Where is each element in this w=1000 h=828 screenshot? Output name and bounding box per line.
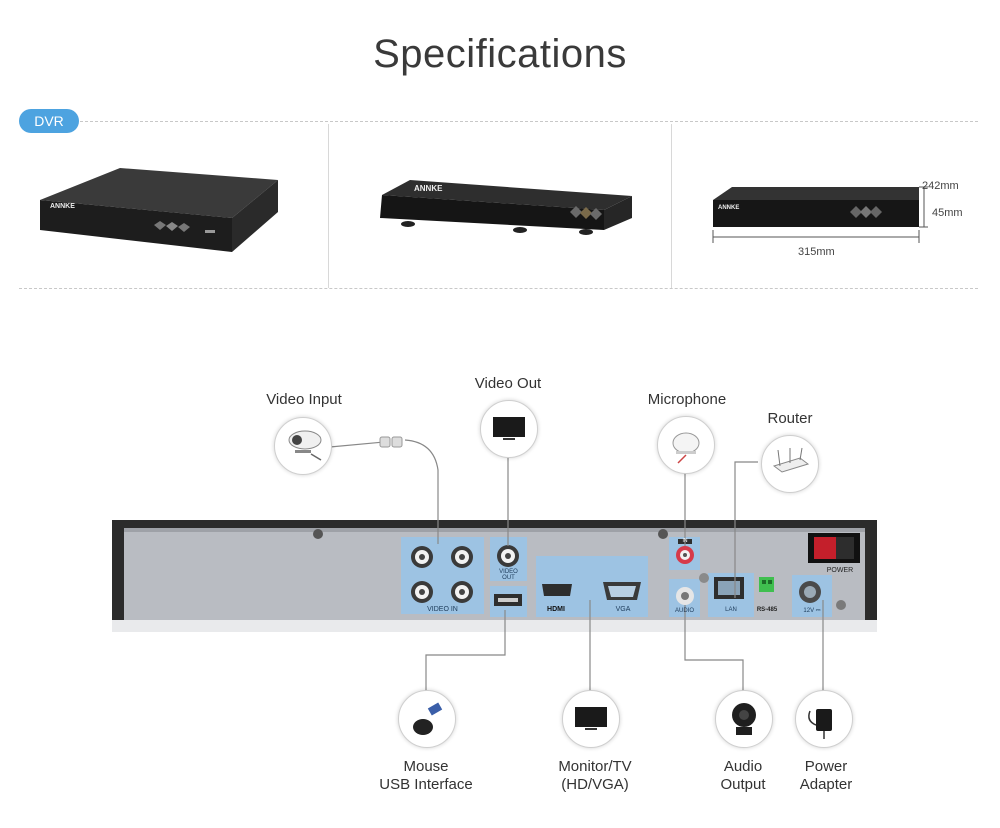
power-adapter-label: Power Adapter <box>783 758 869 794</box>
camera-icon <box>274 417 332 475</box>
dc-port-label: 12V ⎓ <box>803 608 821 614</box>
power-port-label: POWER <box>826 567 854 574</box>
video-input-label: Video Input <box>266 391 342 408</box>
connector-lines <box>329 439 824 692</box>
dvr-top-view <box>40 168 278 252</box>
microphone-label: Microphone <box>647 391 727 408</box>
audio-output-label-line1: Audio <box>723 758 763 775</box>
audio-in-port-label: IN <box>682 538 688 544</box>
bnc-coupler <box>379 436 403 448</box>
brand-logo-1: ANNKE <box>50 203 75 210</box>
audio-output-label-line2: Output <box>720 776 766 793</box>
depth-dimension: 242mm <box>922 180 959 192</box>
column-divider-2 <box>671 124 672 288</box>
video-in-port-label: VIDEO IN <box>427 606 458 613</box>
speaker-icon <box>715 690 773 748</box>
router-icon <box>761 435 819 493</box>
hdmi-port-label: HDMI <box>547 606 565 613</box>
bottom-divider <box>19 288 978 289</box>
height-dimension: 45mm <box>932 207 963 219</box>
page-title: Specifications <box>373 32 627 76</box>
mouse-label: Mouse USB Interface <box>366 758 486 794</box>
rs485-port-label: RS-485 <box>756 607 778 613</box>
dvr-tag: DVR <box>19 109 79 133</box>
mouse-icon <box>398 690 456 748</box>
dvr-dimension-view <box>712 186 928 243</box>
power-adapter-label-line2: Adapter <box>799 776 853 793</box>
hdmi-port <box>542 584 572 596</box>
mouse-label-line1: Mouse <box>403 758 449 775</box>
brand-logo-2: ANNKE <box>414 184 443 193</box>
column-divider-1 <box>328 124 329 288</box>
vga-port-label: VGA <box>615 606 631 613</box>
router-label: Router <box>767 410 813 427</box>
audio-output-label: Audio Output <box>703 758 783 794</box>
tv-icon <box>480 400 538 458</box>
power-adapter-icon <box>795 690 853 748</box>
monitor-label: Monitor/TV (HD/VGA) <box>540 758 650 794</box>
top-divider <box>80 121 978 122</box>
rs485-terminal <box>759 577 774 592</box>
width-dimension: 315mm <box>798 246 835 258</box>
audio-port-label: AUDIO <box>674 608 694 614</box>
power-adapter-label-line1: Power <box>804 758 848 775</box>
dvr-front-angle-view <box>380 180 632 235</box>
lan-port-label: LAN <box>725 607 737 613</box>
microphone-icon <box>657 416 715 474</box>
video-out-port-label: VIDEO OUT <box>490 569 527 581</box>
bnc-connectors <box>411 545 519 603</box>
mouse-label-line2: USB Interface <box>379 776 473 793</box>
video-out-port-label-line1: VIDEO <box>499 569 518 575</box>
brand-logo-3: ANNKE <box>718 205 739 211</box>
monitor-label-line1: Monitor/TV <box>558 758 632 775</box>
video-out-label: Video Out <box>474 375 542 392</box>
monitor-icon <box>562 690 620 748</box>
monitor-label-line2: (HD/VGA) <box>561 776 629 793</box>
video-out-port-label-line2: OUT <box>502 575 515 581</box>
